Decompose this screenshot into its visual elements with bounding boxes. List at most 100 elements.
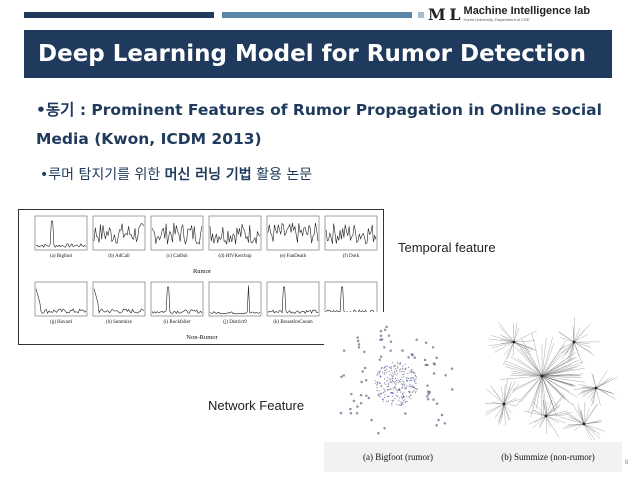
- graph-node: [406, 380, 408, 382]
- graph-node: [381, 392, 383, 394]
- graph-cluster: [370, 418, 373, 422]
- graph-edge: [583, 423, 601, 435]
- graph-node: [427, 398, 429, 400]
- graph-node: [357, 337, 359, 339]
- graph-edge: [545, 415, 547, 434]
- graph-cluster: [427, 392, 430, 396]
- mini-plot-line: [151, 222, 203, 245]
- graph-node: [399, 362, 401, 364]
- graph-edge: [591, 373, 597, 389]
- graph-edge: [498, 322, 515, 343]
- temporal-feature-figure: (a) Bigfoot(b) AdCall(c) Catfish(d) HIVK…: [18, 209, 384, 345]
- graph-edge: [541, 359, 580, 377]
- graph-edge: [541, 352, 576, 377]
- graph-cluster: [433, 363, 436, 366]
- graph-node: [386, 326, 388, 328]
- graph-edge: [541, 357, 574, 377]
- graph-edge: [542, 400, 547, 417]
- graph-cluster: [380, 355, 383, 358]
- graph-edge: [565, 411, 585, 425]
- graph-node: [380, 386, 382, 388]
- graph-node: [388, 367, 390, 369]
- graph-hub: [594, 386, 598, 390]
- lab-logo-subtitle: Korea University, Department of CSE: [463, 17, 530, 22]
- graph-edge: [503, 383, 520, 405]
- graph-node: [391, 402, 393, 404]
- graph-edge: [577, 409, 585, 425]
- graph-edge: [577, 387, 597, 395]
- graph-edge: [541, 375, 576, 387]
- graph-node: [393, 389, 395, 391]
- graph-hub: [502, 402, 506, 406]
- graph-node: [396, 395, 398, 397]
- graph-node: [405, 401, 407, 403]
- graph-edge: [541, 361, 584, 377]
- graph-node: [387, 376, 389, 378]
- mini-plot-line: [209, 285, 261, 315]
- graph-cluster: [426, 395, 429, 398]
- mini-plot-frame: [34, 215, 88, 251]
- graph-node: [391, 375, 393, 377]
- graph-edge: [533, 401, 547, 417]
- graph-cluster: [365, 394, 368, 398]
- mini-plot-frame: [266, 281, 320, 317]
- graph-edge: [573, 323, 591, 343]
- graph-edge: [568, 414, 585, 425]
- graph-edge: [562, 423, 585, 429]
- graph-cluster: [450, 367, 454, 370]
- graph-node: [374, 382, 377, 384]
- graph-node: [398, 404, 400, 406]
- graph-node: [403, 373, 405, 375]
- top-accent-bar-mid: [222, 12, 412, 18]
- graph-cluster: [349, 411, 353, 415]
- graph-edge: [545, 404, 561, 417]
- graph-edge: [583, 386, 597, 389]
- graph-node: [425, 342, 427, 344]
- graph-cluster: [355, 411, 359, 415]
- graph-node: [438, 419, 440, 421]
- graph-cluster: [383, 346, 386, 349]
- graph-edge: [541, 364, 582, 377]
- graph-node: [390, 366, 392, 368]
- graph-hub: [544, 414, 548, 418]
- graph-node: [399, 369, 401, 371]
- graph-edge: [504, 366, 543, 377]
- graph-node: [389, 381, 391, 383]
- graph-node: [387, 385, 389, 387]
- graph-node: [381, 339, 383, 340]
- graph-edge: [573, 341, 592, 353]
- graph-node: [407, 373, 409, 375]
- mini-plot-line: [35, 220, 87, 248]
- graph-node: [413, 380, 416, 382]
- graph-node: [426, 364, 428, 366]
- graph-node: [379, 370, 381, 372]
- graph-node: [382, 398, 384, 400]
- graph-edge: [583, 423, 596, 441]
- graph-node: [399, 381, 401, 383]
- bullet-ml-method: •루머 탐지기를 위한 머신 러닝 기법 활용 논문: [40, 164, 312, 184]
- graph-node: [390, 392, 392, 394]
- graph-node: [414, 392, 417, 394]
- graph-node: [411, 377, 413, 379]
- graph-node: [396, 389, 398, 392]
- bullet-motivation: •동기 : Prominent Features of Rumor Propag…: [36, 96, 626, 154]
- graph-edge: [583, 423, 605, 432]
- graph-edge: [513, 341, 537, 351]
- graph-edge: [494, 341, 515, 353]
- graph-cluster: [387, 334, 391, 337]
- graph-edge: [595, 370, 608, 389]
- graph-edge: [578, 384, 597, 389]
- graph-node: [409, 391, 411, 393]
- graph-node: [391, 372, 393, 374]
- graph-edge: [541, 357, 577, 377]
- graph-edge: [541, 375, 585, 383]
- graph-edge: [559, 341, 575, 350]
- graph-node: [392, 381, 394, 383]
- graph-edge: [500, 339, 515, 343]
- graph-node: [398, 380, 400, 382]
- mini-plot-line: [267, 222, 319, 244]
- graph-edge: [510, 375, 543, 377]
- group-label-rumor: Rumor: [193, 268, 212, 275]
- graph-edge: [567, 341, 575, 360]
- graph-edge: [539, 415, 547, 426]
